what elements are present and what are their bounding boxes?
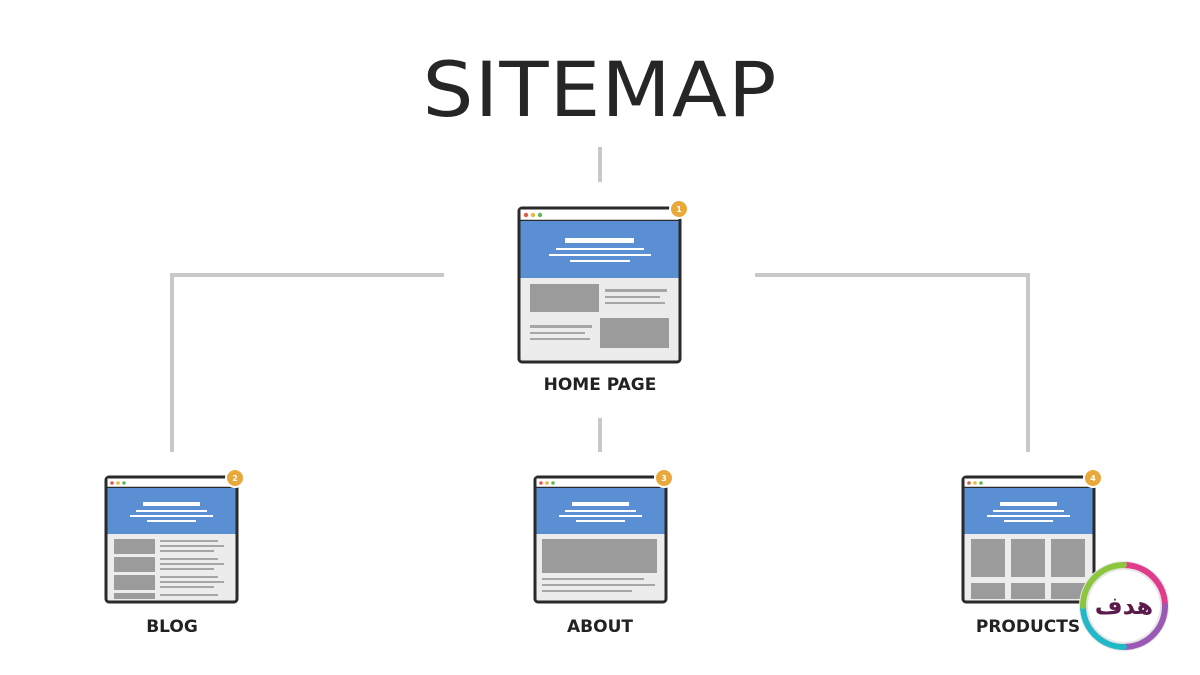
blog-post-excerpt <box>160 550 214 552</box>
about-text-line <box>542 584 655 586</box>
blog-post-excerpt <box>160 568 214 570</box>
badge-number: 2 <box>232 474 238 483</box>
blog-hero-line <box>130 515 213 517</box>
blog-post-thumbnail <box>114 593 155 599</box>
logo-ring-arc <box>1121 603 1168 650</box>
blog-post-thumbnail <box>114 557 155 572</box>
window-dot-red <box>539 481 543 485</box>
products-titlebar <box>964 478 1093 488</box>
window-dot-yellow <box>545 481 549 485</box>
product-card <box>971 583 1005 599</box>
badge-circle <box>225 468 245 488</box>
blog-post-excerpt <box>160 594 218 596</box>
window-dot-green <box>537 212 543 218</box>
products-page-thumbnail <box>961 475 1096 604</box>
window-dot-red <box>523 212 529 218</box>
badge-circle <box>1083 468 1103 488</box>
home-text-line <box>530 332 585 334</box>
node-home: 1 HOME PAGE <box>517 199 689 395</box>
home-titlebar <box>520 209 679 221</box>
home-text-line <box>530 325 592 328</box>
logo-text: هدف <box>1095 592 1153 620</box>
logo-ring-arc <box>1121 562 1168 609</box>
logo-ring-arc <box>1080 562 1127 609</box>
blog-post-excerpt <box>160 540 218 542</box>
about-image-placeholder <box>542 539 657 573</box>
about-hero-heading <box>572 502 629 506</box>
blog-post-excerpt <box>160 576 218 578</box>
blog-hero-line <box>136 510 207 512</box>
blog-titlebar <box>107 478 236 488</box>
blog-post-excerpt <box>160 586 214 588</box>
about-text-line <box>542 578 644 580</box>
home-text-line <box>530 338 590 340</box>
product-card <box>1011 583 1045 599</box>
products-hero-line <box>987 515 1070 517</box>
blog-page-thumbnail <box>104 475 239 604</box>
about-titlebar <box>536 478 665 488</box>
node-label: HOME PAGE <box>544 375 657 395</box>
home-hero-line <box>556 248 644 250</box>
window-dot-yellow <box>116 481 120 485</box>
diagram-title: SITEMAP <box>423 45 778 134</box>
window-dot-yellow <box>530 212 536 218</box>
about-hero-line <box>565 510 636 512</box>
node-label: ABOUT <box>567 617 633 637</box>
products-hero-heading <box>1000 502 1057 506</box>
badge-circle <box>654 468 674 488</box>
home-hero-line <box>570 260 630 262</box>
blog-post-excerpt <box>160 563 224 565</box>
home-text-line <box>605 296 660 298</box>
home-hero-line <box>549 254 651 256</box>
about-hero-line <box>576 520 625 522</box>
connector-home-to-blog <box>170 273 444 452</box>
node-products: 4 PRODUCTS <box>961 468 1103 637</box>
connector-home-to-products <box>755 273 1030 452</box>
product-card <box>1051 539 1085 577</box>
blog-hero-line <box>147 520 196 522</box>
home-text-line <box>605 289 667 292</box>
blog-hero-heading <box>143 502 200 506</box>
home-image-placeholder <box>600 318 669 348</box>
home-hero-heading <box>565 238 634 243</box>
badge-number: 1 <box>676 205 682 214</box>
about-text-line <box>542 590 632 592</box>
about-hero-line <box>559 515 642 517</box>
window-dot-green <box>122 481 126 485</box>
node-label: PRODUCTS <box>976 617 1080 637</box>
node-label: BLOG <box>146 617 198 637</box>
home-image-placeholder <box>530 284 599 312</box>
badge-circle <box>669 199 689 219</box>
connector-lines <box>170 147 1030 452</box>
badge-number: 3 <box>661 474 667 483</box>
window-dot-green <box>979 481 983 485</box>
node-about: 3 ABOUT <box>533 468 674 637</box>
blog-post-thumbnail <box>114 575 155 590</box>
window-dot-green <box>551 481 555 485</box>
home-page-thumbnail <box>517 206 682 364</box>
about-page-thumbnail <box>533 475 668 604</box>
blog-post-thumbnail <box>114 539 155 554</box>
products-hero-line <box>993 510 1064 512</box>
product-card <box>971 539 1005 577</box>
window-dot-yellow <box>973 481 977 485</box>
node-blog: 2 BLOG <box>104 468 245 637</box>
badge-number: 4 <box>1090 474 1096 483</box>
watermark-logo: هدف <box>1079 561 1169 651</box>
window-dot-red <box>110 481 114 485</box>
blog-post-excerpt <box>160 545 224 547</box>
blog-post-excerpt <box>160 581 224 583</box>
products-hero-line <box>1004 520 1053 522</box>
window-dot-red <box>967 481 971 485</box>
logo-ring-arc <box>1080 603 1127 650</box>
blog-post-excerpt <box>160 558 218 560</box>
product-card <box>1051 583 1085 599</box>
home-text-line <box>605 302 665 304</box>
logo-inner-disc <box>1088 570 1160 642</box>
product-card <box>1011 539 1045 577</box>
